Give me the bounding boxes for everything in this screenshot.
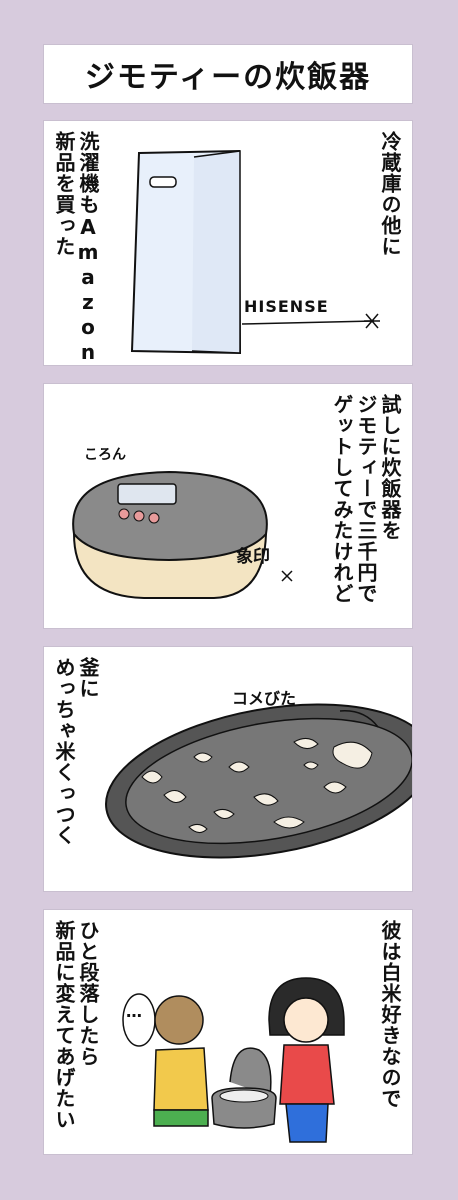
man-shirt (153, 1047, 209, 1111)
man-head (154, 995, 204, 1045)
rice-cooker-illustration (72, 470, 293, 599)
cooker-button (133, 510, 145, 522)
panel-4-left-text: ひと段落したら 新品に変えてあげたい (52, 920, 100, 1130)
cooker-display (117, 483, 177, 505)
panel-4-right-text: 彼は白米好きなので (378, 920, 402, 1109)
man-pants (153, 1109, 209, 1127)
panel-4: … 彼は白米好きなので ひと段落したら 新品に変えてあげたい (43, 909, 413, 1155)
sound-label: ころん (84, 447, 126, 463)
washing-machine-illustration (130, 149, 380, 355)
panel-3-left-text: 釜に めっちゃ米くっつく (52, 657, 100, 846)
arrow-star-icon (281, 570, 293, 582)
couple-illustration (122, 977, 345, 1143)
cooker-button (148, 512, 160, 524)
arrow (241, 320, 375, 325)
woman-shirt (279, 1044, 335, 1105)
woman-pants (285, 1103, 329, 1143)
lines (339, 710, 379, 728)
washer-side (191, 150, 241, 354)
small-cooker-lid (229, 1047, 272, 1097)
brand-label: HISENSE (244, 297, 329, 316)
page-title: ジモティーの炊飯器 (84, 60, 372, 95)
panel-3: コメびた 釜に めっちゃ米くっつく (43, 646, 413, 892)
small-cooker-rice (219, 1089, 269, 1103)
panel-1: HISENSE 冷蔵庫の他に 洗濯機もAmazonで 新品を買った (43, 120, 413, 366)
stuck-rice (141, 738, 373, 833)
arrow-star-icon (364, 313, 380, 329)
washer-handle (149, 176, 177, 188)
sound-label: コメびた (232, 689, 297, 708)
panel-2: ころん 象印 試しに炊飯器を ジモティーで三千円で ゲットしてみたけれど (43, 383, 413, 629)
panel-1-left-text: 洗濯機もAmazonで 新品を買った (52, 131, 100, 366)
panel-2-right-text: 試しに炊飯器を ジモティーで三千円で ゲットしてみたけれど (330, 394, 402, 604)
cooker-button (118, 508, 130, 520)
brand-label: 象印 (236, 547, 270, 567)
pot-illustration (105, 703, 412, 859)
speech-bubble-text: … (126, 1002, 142, 1021)
title-box: ジモティーの炊飯器 (43, 44, 413, 104)
woman-face (283, 997, 329, 1043)
panel-1-right-text: 冷蔵庫の他に (378, 131, 402, 257)
